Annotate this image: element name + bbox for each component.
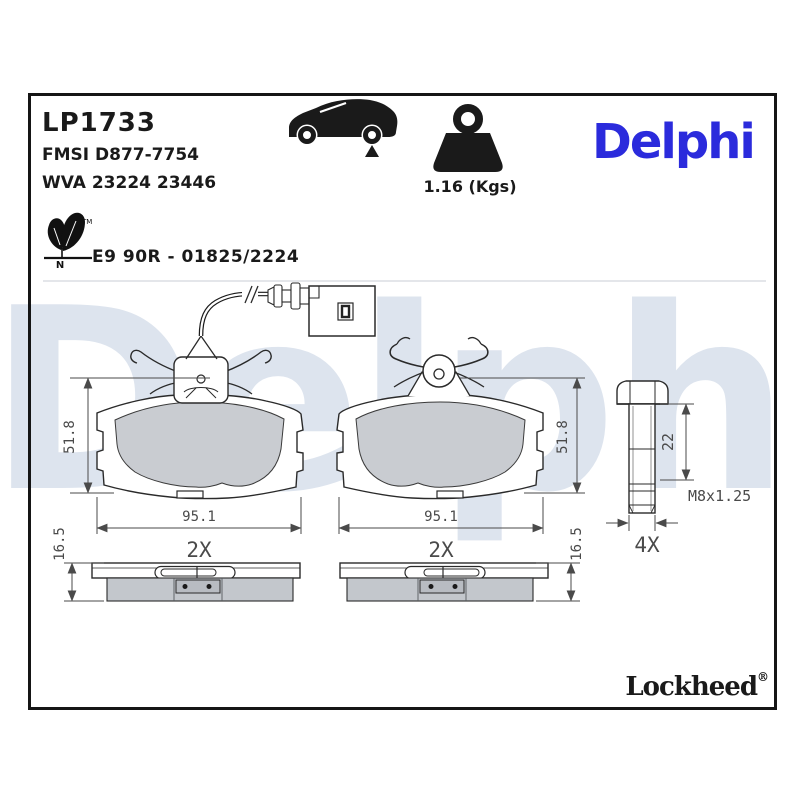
right-pad-side-view: [339, 562, 549, 602]
right-pad-back-view: [336, 337, 544, 500]
lockheed-text: Lockheed: [625, 672, 758, 702]
bolt-drawing: [616, 380, 669, 514]
weight-value: 1.16 (Kgs): [423, 177, 517, 196]
weight-icon: [433, 104, 503, 172]
left-pad-back-view: [96, 282, 376, 500]
left-pad-width-label: 95.1: [182, 509, 216, 525]
dimension-lines: [64, 377, 694, 602]
eco-leaf-icon: N TM: [44, 212, 92, 271]
right-pad-qty-label: 2X: [428, 538, 454, 562]
cable-break-icon: [244, 285, 259, 304]
wva-reference: WVA 23224 23446: [42, 173, 217, 193]
eco-letter: N: [56, 260, 64, 271]
sensor-wire: [198, 291, 270, 337]
car-rear-axle-icon: [289, 99, 398, 157]
left-pad-height-label: 51.8: [62, 420, 78, 454]
trademark-mark: TM: [81, 218, 92, 226]
part-number: LP1733: [42, 108, 156, 138]
right-pad-width-label: 95.1: [424, 509, 458, 525]
approval-number: E9 90R - 01825/2224: [92, 247, 300, 267]
bolt-length-label: 22: [659, 433, 677, 451]
right-pad-thickness-label: 16.5: [569, 527, 585, 561]
bolt-qty-label: 4X: [634, 533, 660, 557]
fmsi-reference: FMSI D877-7754: [42, 145, 199, 165]
delphi-logo: Delphi: [592, 114, 756, 170]
sensor-connector: [267, 282, 376, 337]
right-pad-height-label: 51.8: [555, 420, 571, 454]
bolt-thread-label: M8x1.25: [688, 487, 751, 505]
left-pad-side-view: [91, 562, 301, 602]
left-pad-thickness-label: 16.5: [52, 527, 68, 561]
rear-axle-marker-icon: [365, 145, 379, 157]
left-pad-qty-label: 2X: [186, 538, 212, 562]
lockheed-logo: Lockheed®: [540, 670, 769, 702]
registered-mark: ®: [757, 670, 769, 684]
